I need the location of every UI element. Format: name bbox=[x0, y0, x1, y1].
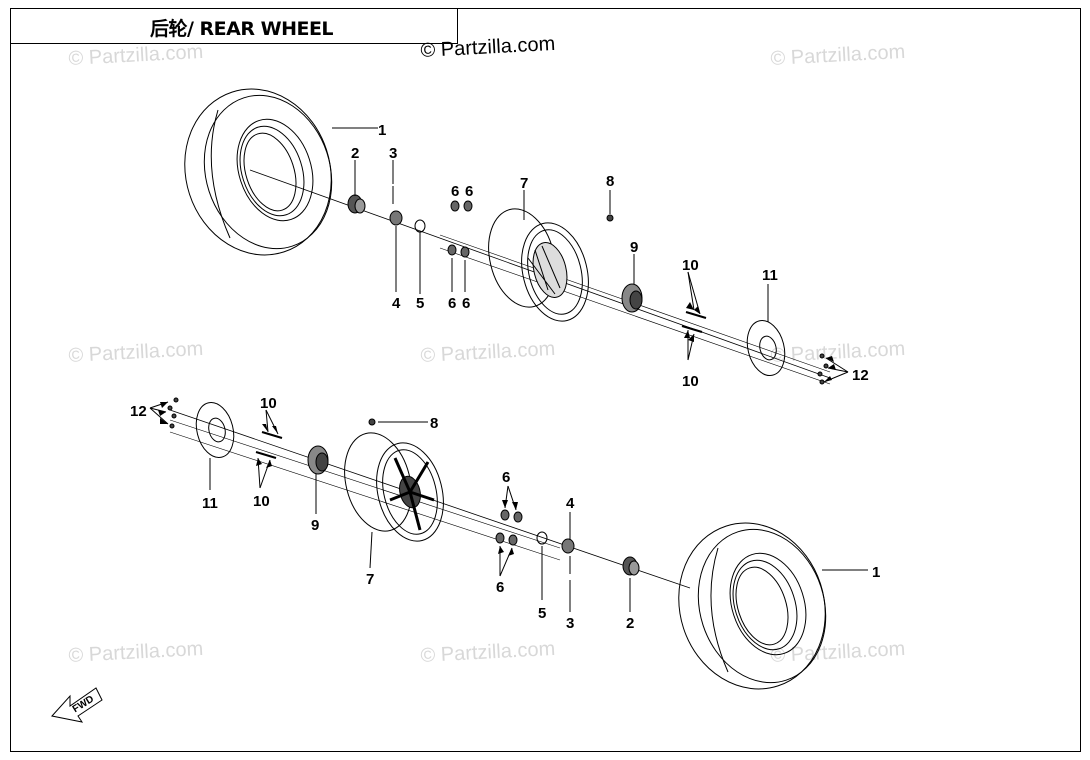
callout: 6 bbox=[451, 183, 459, 200]
callout: 1 bbox=[872, 564, 880, 581]
washer-nut bbox=[389, 210, 403, 226]
callout: 12 bbox=[852, 367, 869, 384]
callouts: 1 2 3 4 5 6 6 6 6 7 8 9 10 10 11 12 12 1… bbox=[130, 122, 880, 632]
callout: 10 bbox=[682, 373, 699, 390]
callout: 10 bbox=[253, 493, 270, 510]
callout: 2 bbox=[626, 615, 634, 632]
callout: 6 bbox=[465, 183, 473, 200]
callout: 10 bbox=[260, 395, 277, 412]
callout: 7 bbox=[366, 571, 374, 588]
callout: 6 bbox=[462, 295, 470, 312]
callout: 2 bbox=[351, 145, 359, 162]
arrowheads bbox=[158, 302, 836, 556]
wheel-hub bbox=[621, 283, 643, 313]
callout: 11 bbox=[202, 495, 218, 512]
lug-nut bbox=[447, 200, 473, 258]
callout: 3 bbox=[566, 615, 574, 632]
hub-bolt bbox=[681, 311, 707, 333]
disc-bolt bbox=[817, 353, 829, 385]
brake-disc bbox=[746, 319, 786, 377]
callout: 4 bbox=[392, 295, 401, 312]
washer-nut bbox=[561, 538, 575, 554]
tire bbox=[184, 88, 333, 256]
axis-line bbox=[439, 247, 831, 385]
axis-line bbox=[169, 419, 561, 549]
callout: 11 bbox=[762, 267, 778, 284]
callout: 5 bbox=[416, 295, 424, 312]
callout: 9 bbox=[311, 517, 319, 534]
callout: 9 bbox=[630, 239, 638, 256]
callout: 8 bbox=[606, 173, 614, 190]
callout: 12 bbox=[130, 403, 147, 420]
lug-nut bbox=[495, 509, 523, 546]
axis-line bbox=[169, 431, 561, 561]
hub-nut bbox=[347, 194, 366, 214]
diagram-frame bbox=[10, 8, 1081, 752]
wheel-stud bbox=[606, 214, 614, 222]
page-title: 后轮/ REAR WHEEL bbox=[150, 18, 334, 40]
forward-arrow-icon: FWD bbox=[51, 687, 103, 723]
callout: 7 bbox=[520, 175, 528, 192]
callout: 4 bbox=[566, 495, 575, 512]
brake-disc bbox=[195, 401, 235, 459]
wheel-stud bbox=[368, 418, 376, 426]
title-box bbox=[10, 8, 458, 44]
wheel-rim bbox=[488, 208, 589, 322]
callout: 6 bbox=[496, 579, 504, 596]
callout: 10 bbox=[682, 257, 699, 274]
hub-nut bbox=[622, 556, 640, 576]
callout: 5 bbox=[538, 605, 546, 622]
callout: 6 bbox=[448, 295, 456, 312]
washer bbox=[414, 219, 426, 233]
callout: 3 bbox=[389, 145, 397, 162]
hub-bolt bbox=[255, 431, 283, 459]
washer bbox=[536, 531, 548, 545]
tire bbox=[678, 522, 827, 690]
callout: 8 bbox=[430, 415, 438, 432]
disc-bolt bbox=[167, 397, 179, 429]
callout: 6 bbox=[502, 469, 510, 486]
wheel-hub bbox=[307, 445, 329, 475]
callout: 1 bbox=[378, 122, 386, 139]
wheel-rim bbox=[344, 432, 444, 542]
